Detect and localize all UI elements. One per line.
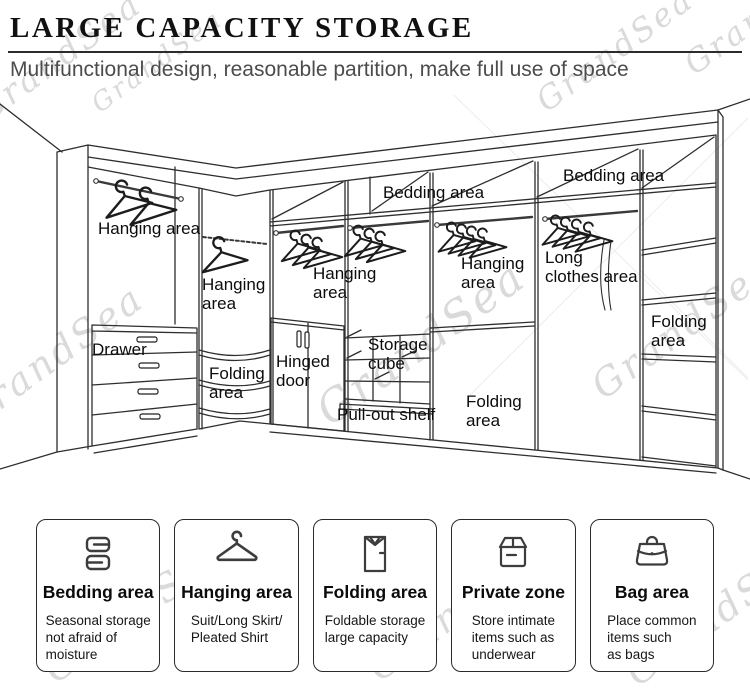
area-label-storage-cube: Storage cube	[368, 335, 428, 373]
card-bedding-area: Bedding area Seasonal storage not afraid…	[36, 519, 161, 672]
handles	[136, 330, 310, 420]
area-label-bedding-right: Bedding area	[563, 166, 665, 185]
area-label-bedding-left: Bedding area	[383, 183, 485, 202]
hanger-icon	[175, 529, 297, 579]
card-title: Hanging area	[181, 582, 293, 602]
card-title: Folding area	[322, 582, 428, 602]
box-icon	[452, 529, 574, 579]
page-title: LARGE CAPACITY STORAGE	[10, 12, 474, 44]
card-description: Place common items such as bags	[607, 613, 697, 662]
card-description: Store intimate items such as underwear	[471, 613, 556, 662]
card-title: Private zone	[461, 582, 565, 602]
area-label-pull-out-shelf: Pull-out shelf	[337, 405, 436, 424]
card-private-zone: Private zone Store intimate items such a…	[451, 519, 576, 672]
feature-cards: Bedding area Seasonal storage not afraid…	[36, 519, 715, 672]
wardrobe-line-drawing	[0, 95, 750, 480]
card-description: Seasonal storage not afraid of moisture	[45, 613, 151, 662]
hanging-rods	[94, 179, 639, 245]
area-label-folding-right: Folding area	[651, 312, 707, 350]
bag-icon	[591, 529, 713, 579]
area-label-hanging-corner: Hanging area	[202, 275, 266, 313]
rod-end-caps	[93, 178, 548, 236]
card-hanging-area: Hanging area Suit/Long Skirt/ Pleated Sh…	[174, 519, 299, 672]
area-label-hanging-mid-right: Hanging area	[461, 254, 525, 292]
area-label-long-clothes: Long clothes area	[545, 248, 638, 286]
card-bag-area: Bag area Place common items such as bags	[589, 519, 715, 672]
card-folding-area: Folding area Foldable storage large capa…	[312, 519, 438, 672]
cabinet-structure	[0, 98, 750, 480]
area-label-hanging-left: Hanging area	[98, 219, 201, 238]
area-label-folding-mid: Folding area	[466, 392, 522, 430]
page-subtitle: Multifunctional design, reasonable parti…	[10, 58, 629, 81]
shirt-icon	[314, 529, 436, 579]
area-label-drawer: Drawer	[92, 340, 147, 359]
card-title: Bedding area	[42, 582, 154, 602]
area-label-hanging-mid-left: Hanging area	[313, 264, 377, 302]
title-divider	[8, 51, 742, 53]
area-label-folding-corner: Folding area	[209, 364, 265, 402]
bedding-icon	[37, 529, 159, 579]
area-label-hinged-door: Hinged door	[276, 352, 330, 390]
card-description: Suit/Long Skirt/ Pleated Shirt	[190, 613, 283, 645]
card-title: Bag area	[614, 582, 689, 602]
card-description: Foldable storage large capacity	[324, 613, 426, 645]
